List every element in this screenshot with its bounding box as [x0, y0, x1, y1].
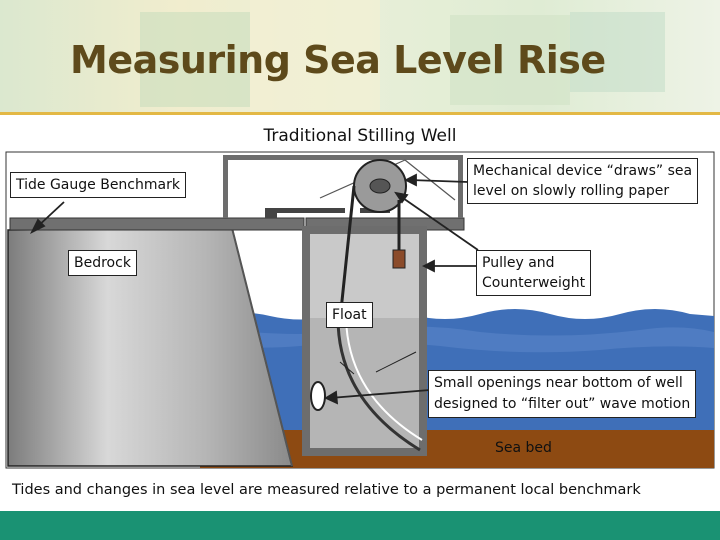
bedrock-label: Bedrock — [68, 250, 137, 276]
pulley-arrowhead — [421, 259, 435, 273]
pulley-arrowhead-2 — [394, 191, 409, 204]
well-inner-curve — [336, 317, 421, 452]
openings-arrow — [329, 389, 431, 399]
device-arrowhead — [403, 173, 417, 187]
wave-mark — [375, 351, 417, 373]
diagram-subtitle: Traditional Stilling Well — [263, 126, 457, 146]
float-cable — [338, 185, 356, 321]
header-rule — [0, 112, 720, 115]
openings-arrowhead — [324, 390, 339, 405]
mechanical-device-line2: level on slowly rolling paper — [473, 183, 670, 199]
tide-gauge-benchmark-label: Tide Gauge Benchmark — [10, 172, 186, 198]
pulley-hub — [369, 178, 391, 194]
openings-line1: Small openings near bottom of well — [434, 375, 683, 391]
footer-bar — [0, 511, 720, 540]
caption: Tides and changes in sea level are measu… — [12, 482, 641, 498]
banner-block — [450, 15, 570, 105]
pulley-line2: Counterweight — [482, 275, 586, 291]
openings-line2: designed to “filter out” wave motion — [434, 396, 691, 412]
counterweight — [392, 249, 406, 269]
housing-post-left — [223, 158, 228, 218]
openings-label: Small openings near bottom of well desig… — [428, 370, 697, 418]
banner-block — [250, 0, 380, 110]
mechanical-device-label: Mechanical device “draws” sea level on s… — [467, 158, 699, 204]
mechanical-device-line1: Mechanical device “draws” sea — [473, 163, 693, 179]
pulley-counterweight-label: Pulley and Counterweight — [476, 250, 592, 296]
sea-bed-label: Sea bed — [495, 440, 552, 456]
housing-post-right — [458, 158, 463, 218]
benchmark-platform — [9, 217, 305, 231]
housing-top — [223, 155, 463, 160]
device-arrow — [409, 179, 469, 183]
recorder-tab — [265, 212, 277, 218]
page-title: Measuring Sea Level Rise — [70, 38, 606, 82]
pulley-line1: Pulley and — [482, 255, 555, 271]
pulley-arrow-2 — [399, 195, 479, 251]
bedrock-edge — [231, 227, 293, 467]
wave-mark — [339, 361, 355, 375]
opening — [310, 381, 326, 411]
recorder-bar — [265, 208, 345, 213]
well-inner-curve-2 — [345, 317, 423, 441]
banner-block — [140, 12, 250, 107]
benchmark-arrowhead — [29, 218, 46, 235]
title-banner: Measuring Sea Level Rise — [0, 0, 720, 112]
float-label: Float — [326, 302, 373, 328]
banner-block — [570, 12, 665, 92]
